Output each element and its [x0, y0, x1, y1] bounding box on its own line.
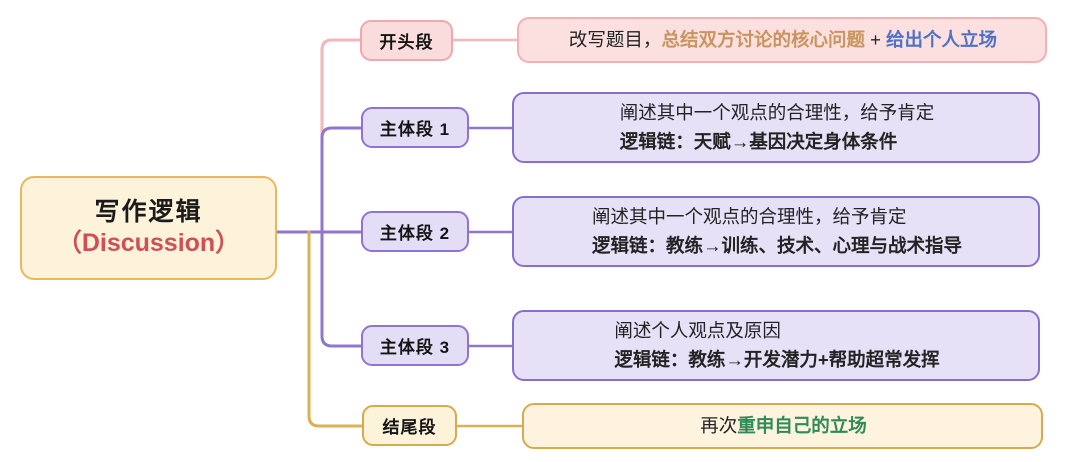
content-lines: 阐述其中一个观点的合理性，给予肯定逻辑链：天赋→基因决定身体条件	[620, 99, 935, 155]
branch-label-1[interactable]: 开头段	[360, 20, 453, 61]
content-segment: 再次	[700, 414, 738, 436]
content-segment: 阐述其中一个观点的合理性，给予肯定	[591, 206, 907, 228]
content-line: 再次重申自己的立场	[700, 412, 867, 440]
content-lines: 阐述其中一个观点的合理性，给予肯定逻辑链：教练→训练、技术、心理与战术指导	[592, 203, 962, 259]
branch-label-text: 主体段 1	[379, 120, 451, 139]
branch-content-3[interactable]: 阐述其中一个观点的合理性，给予肯定逻辑链：教练→训练、技术、心理与战术指导	[512, 196, 1040, 267]
connector-trunk-pink	[320, 38, 363, 234]
branch-label-text: 结尾段	[382, 418, 437, 437]
content-segment: 阐述个人观点及原因	[614, 320, 781, 342]
content-lines: 改写题目，总结双方讨论的核心问题 + 给出个人立场	[569, 26, 997, 54]
content-segment: +	[864, 28, 887, 50]
content-line: 逻辑链：天赋→基因决定身体条件	[620, 128, 935, 156]
content-line: 阐述其中一个观点的合理性，给予肯定	[620, 99, 935, 127]
content-lines: 阐述个人观点及原因逻辑链：教练→开发潜力+帮助超常发挥	[614, 317, 939, 373]
connector-trunk-gold	[307, 230, 364, 428]
branch-content-1[interactable]: 改写题目，总结双方讨论的核心问题 + 给出个人立场	[517, 17, 1047, 63]
root-title-cn: 写作逻辑	[94, 197, 203, 226]
branch-content-2[interactable]: 阐述其中一个观点的合理性，给予肯定逻辑链：天赋→基因决定身体条件	[512, 92, 1040, 163]
content-lines: 再次重申自己的立场	[700, 412, 867, 440]
branch-label-text: 主体段 2	[379, 224, 451, 243]
branch-label-5[interactable]: 结尾段	[362, 405, 457, 446]
content-segment: 逻辑链：教练→训练、技术、心理与战术指导	[591, 234, 962, 256]
branch-label-text: 开头段	[379, 33, 434, 52]
content-segment: 改写题目，	[568, 28, 662, 50]
connector-branch-4	[320, 136, 363, 348]
content-line: 改写题目，总结双方讨论的核心问题 + 给出个人立场	[569, 26, 997, 54]
content-segment: 给出个人立场	[886, 28, 998, 50]
content-segment: 逻辑链：天赋→基因决定身体条件	[619, 130, 898, 152]
content-line: 阐述个人观点及原因	[614, 317, 939, 345]
root-node[interactable]: 写作逻辑 （Discussion）	[20, 176, 277, 280]
content-segment: 逻辑链：教练→开发潜力+帮助超常发挥	[614, 348, 940, 370]
branch-label-4[interactable]: 主体段 3	[361, 325, 469, 366]
branch-content-5[interactable]: 再次重申自己的立场	[522, 403, 1043, 449]
content-line: 逻辑链：教练→开发潜力+帮助超常发挥	[614, 346, 939, 374]
connector-branch-2	[320, 126, 363, 140]
root-title-en: （Discussion）	[56, 229, 241, 257]
branch-label-text: 主体段 3	[379, 338, 451, 357]
content-line: 逻辑链：教练→训练、技术、心理与战术指导	[592, 232, 962, 260]
content-segment: 总结双方讨论的核心问题	[661, 28, 865, 50]
content-line: 阐述其中一个观点的合理性，给予肯定	[592, 203, 962, 231]
branch-label-3[interactable]: 主体段 2	[361, 211, 469, 252]
branch-label-2[interactable]: 主体段 1	[361, 107, 469, 148]
content-segment: 重申自己的立场	[737, 414, 867, 436]
content-segment: 阐述其中一个观点的合理性，给予肯定	[619, 102, 935, 124]
branch-content-4[interactable]: 阐述个人观点及原因逻辑链：教练→开发潜力+帮助超常发挥	[512, 310, 1040, 381]
